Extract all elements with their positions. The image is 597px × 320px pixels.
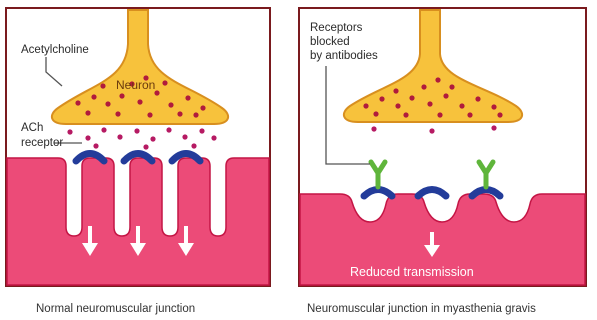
receptors-blocked-label-line2: blocked (310, 36, 350, 48)
neuron-label: Neuron (116, 78, 155, 92)
acetylcholine-label: Acetylcholine (21, 44, 89, 56)
ach-receptor-label-line2: receptor (21, 137, 63, 149)
reduced-transmission-label: Reduced transmission (350, 265, 474, 279)
receptors-blocked-label-line3: by antibodies (310, 50, 378, 62)
left-panel: Acetylcholine Neuron ACh receptor (6, 8, 270, 286)
right-caption: Neuromuscular junction in myasthenia gra… (307, 303, 536, 315)
left-caption: Normal neuromuscular junction (36, 303, 195, 315)
receptors-blocked-label-line1: Receptors (310, 22, 363, 34)
muscle-tissue-left (7, 158, 269, 285)
ach-receptor-label-line1: ACh (21, 122, 43, 134)
right-panel: Receptors blocked by antibodies Reduced … (299, 8, 586, 286)
